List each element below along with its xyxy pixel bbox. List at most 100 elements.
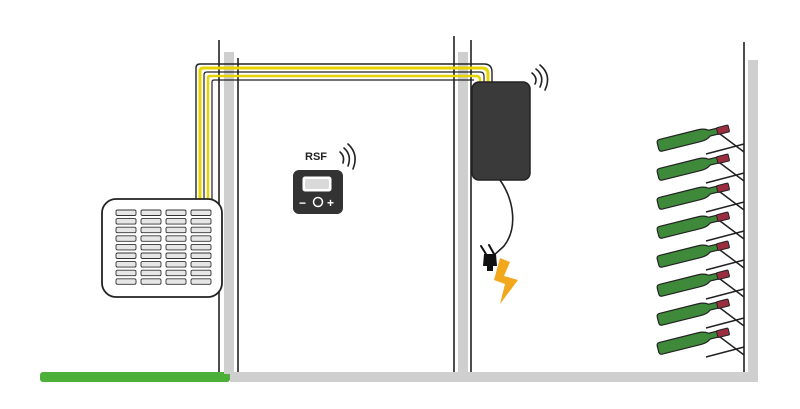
grille-slat bbox=[165, 278, 187, 285]
rack-frame bbox=[705, 133, 745, 358]
wine-bottle bbox=[656, 124, 730, 152]
walls bbox=[218, 36, 758, 374]
grille-slat bbox=[140, 261, 162, 268]
rack-support bbox=[705, 346, 745, 358]
rack-support bbox=[705, 259, 745, 271]
condenser-grille bbox=[115, 209, 212, 285]
bottle-body bbox=[656, 330, 721, 355]
power-plug-icon bbox=[480, 244, 497, 271]
grille-slat bbox=[115, 261, 137, 268]
bottle-cap bbox=[716, 153, 730, 164]
bottle-cap bbox=[716, 240, 730, 251]
bottle-cap bbox=[716, 182, 730, 193]
rack-support bbox=[719, 249, 745, 269]
bottle-body bbox=[656, 156, 721, 181]
thermostat-knob bbox=[312, 196, 324, 208]
rack-support bbox=[705, 230, 745, 242]
power-cable bbox=[491, 179, 514, 259]
rack-support bbox=[705, 201, 745, 213]
wine-bottle bbox=[656, 327, 730, 355]
grille-slat bbox=[140, 226, 162, 234]
bottle-cap bbox=[716, 298, 730, 309]
grille-slat bbox=[190, 278, 212, 285]
grille-slat bbox=[190, 226, 212, 234]
rack-support bbox=[719, 133, 745, 153]
grille-slat bbox=[115, 252, 137, 259]
bottle-body bbox=[656, 272, 721, 297]
refrigerant-pipes bbox=[195, 63, 493, 200]
grille-slat bbox=[115, 209, 137, 216]
thermostat-label: RSF bbox=[305, 151, 327, 163]
grille-slat bbox=[165, 209, 187, 216]
wine-bottle bbox=[656, 298, 730, 326]
rack-support bbox=[705, 288, 745, 300]
bottle-cap bbox=[716, 327, 730, 338]
evaporator-unit bbox=[471, 64, 549, 304]
grille-slat bbox=[115, 278, 137, 285]
wine-rack bbox=[656, 124, 745, 358]
rack-support bbox=[719, 220, 745, 240]
floor-slab bbox=[230, 372, 758, 382]
floor bbox=[40, 372, 758, 382]
grille-slat bbox=[190, 261, 212, 268]
rack-support bbox=[719, 278, 745, 298]
floor-highlight bbox=[40, 372, 230, 382]
thermostat: RSF − + bbox=[293, 143, 356, 214]
bottle-cap bbox=[716, 124, 730, 135]
condenser-unit bbox=[101, 198, 223, 298]
grille-slat bbox=[165, 235, 187, 242]
grille-slat bbox=[115, 269, 137, 277]
bottle-cap bbox=[716, 269, 730, 280]
grille-slat bbox=[115, 218, 137, 225]
grille-slat bbox=[165, 252, 187, 259]
rack-support bbox=[705, 172, 745, 184]
bottle-body bbox=[656, 127, 721, 152]
grille-slat bbox=[140, 278, 162, 285]
wine-bottle bbox=[656, 153, 730, 181]
grille-slat bbox=[140, 252, 162, 259]
grille-slat bbox=[165, 269, 187, 277]
grille-slat bbox=[165, 243, 187, 251]
wine-bottle bbox=[656, 182, 730, 210]
grille-slat bbox=[140, 209, 162, 216]
grille-slat bbox=[190, 243, 212, 251]
wine-bottle bbox=[656, 269, 730, 297]
bottle-body bbox=[656, 214, 721, 239]
grille-slat bbox=[165, 261, 187, 268]
wine-bottle bbox=[656, 211, 730, 239]
grille-slat bbox=[140, 243, 162, 251]
bottle-body bbox=[656, 301, 721, 326]
grille-slat bbox=[140, 269, 162, 277]
grille-slat bbox=[190, 269, 212, 277]
wall-right bbox=[743, 42, 758, 374]
bottle-body bbox=[656, 243, 721, 268]
grille-slat bbox=[190, 252, 212, 259]
grille-slat bbox=[190, 235, 212, 242]
grille-slat bbox=[165, 218, 187, 225]
wall-middle bbox=[453, 36, 472, 374]
grille-slat bbox=[165, 226, 187, 234]
minus-button-symbol: − bbox=[299, 196, 306, 210]
rack-support bbox=[719, 307, 745, 327]
grille-slat bbox=[140, 218, 162, 225]
rack-support bbox=[705, 143, 745, 155]
wifi-signal-icon bbox=[339, 143, 356, 170]
lightning-bolt-icon bbox=[494, 258, 518, 304]
bottle-cap bbox=[716, 211, 730, 222]
grille-slat bbox=[115, 243, 137, 251]
thermostat-screen bbox=[305, 179, 329, 189]
grille-slat bbox=[190, 218, 212, 225]
grille-slat bbox=[115, 235, 137, 242]
rack-support bbox=[719, 191, 745, 211]
rack-support bbox=[719, 336, 745, 356]
wall-left bbox=[218, 40, 239, 374]
grille-slat bbox=[140, 235, 162, 242]
rack-support bbox=[719, 162, 745, 182]
bottle-body bbox=[656, 185, 721, 210]
grille-slat bbox=[190, 209, 212, 216]
evaporator-body bbox=[471, 81, 531, 181]
wine-bottles bbox=[656, 124, 730, 355]
rack-support bbox=[705, 317, 745, 329]
